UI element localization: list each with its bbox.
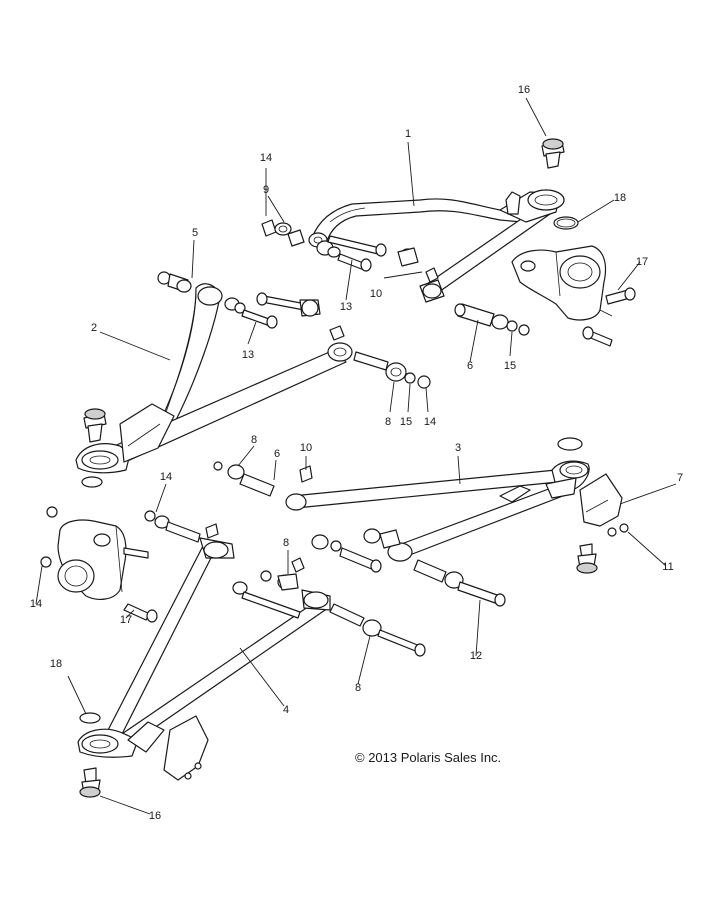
upper-right-a-arm [308,189,565,303]
callout-10-lower: 10 [300,442,312,454]
ball-joint-lower-right [576,543,598,574]
callout-18-left: 18 [50,658,62,670]
callout-13-lower: 13 [242,349,254,361]
snap-ring-lower-left [79,712,101,724]
callout-labels: 1 2 3 4 5 6 6 7 8 8 8 8 9 10 10 11 12 13… [30,84,683,822]
ball-joint-bottom [79,767,101,798]
lower-right-hardware [213,461,506,607]
upper-left-a-arm [75,283,353,474]
callout-17-right: 17 [636,256,648,268]
callout-16-bottom: 16 [149,810,161,822]
ball-joint-upper-left [83,408,107,443]
knuckle-left [40,506,158,623]
skid-plate-right [579,473,623,527]
callout-15-mid: 15 [400,416,412,428]
lower-right-a-arm [285,460,590,562]
lower-left-a-arm [77,537,331,758]
callout-1: 1 [405,128,411,140]
callout-13-upper: 13 [340,301,352,313]
snap-ring-lower-right [557,437,583,451]
callout-4: 4 [283,704,289,716]
callout-14-left: 14 [30,598,42,610]
callout-8-c: 8 [283,537,289,549]
callout-3: 3 [455,442,461,454]
copyright-notice: © 2013 Polaris Sales Inc. [355,750,501,765]
callout-14-left-top: 14 [160,471,172,483]
snap-ring-upper-left [81,476,103,488]
callout-18-top: 18 [614,192,626,204]
knuckle-right [511,245,613,321]
callout-15-right: 15 [504,360,516,372]
callout-8-d: 8 [355,682,361,694]
callout-8-a: 8 [385,416,391,428]
callout-8-b: 8 [251,434,257,446]
upper-left-pivot-hardware [353,351,431,389]
leader-lines [35,97,677,815]
skid-plate-left [163,715,209,781]
callout-10-upper: 10 [370,288,382,300]
callout-9: 9 [263,184,269,196]
callout-6-lower: 6 [274,448,280,460]
lower-left-hardware [144,510,426,657]
upper-left-hardware [157,271,345,341]
callout-11: 11 [662,561,673,573]
knuckle-bolts [582,287,636,347]
upper-right-pivot-hardware [454,303,530,336]
callout-16-top: 16 [518,84,530,96]
callout-5: 5 [192,227,198,239]
callout-7: 7 [677,472,683,484]
callout-6-upper: 6 [467,360,473,372]
callout-14-mid: 14 [424,416,436,428]
callout-14-top: 14 [260,152,272,164]
callout-17-left: 17 [120,614,132,626]
callout-2: 2 [91,322,97,334]
callout-12: 12 [470,650,482,662]
ball-joint-top [541,138,565,169]
